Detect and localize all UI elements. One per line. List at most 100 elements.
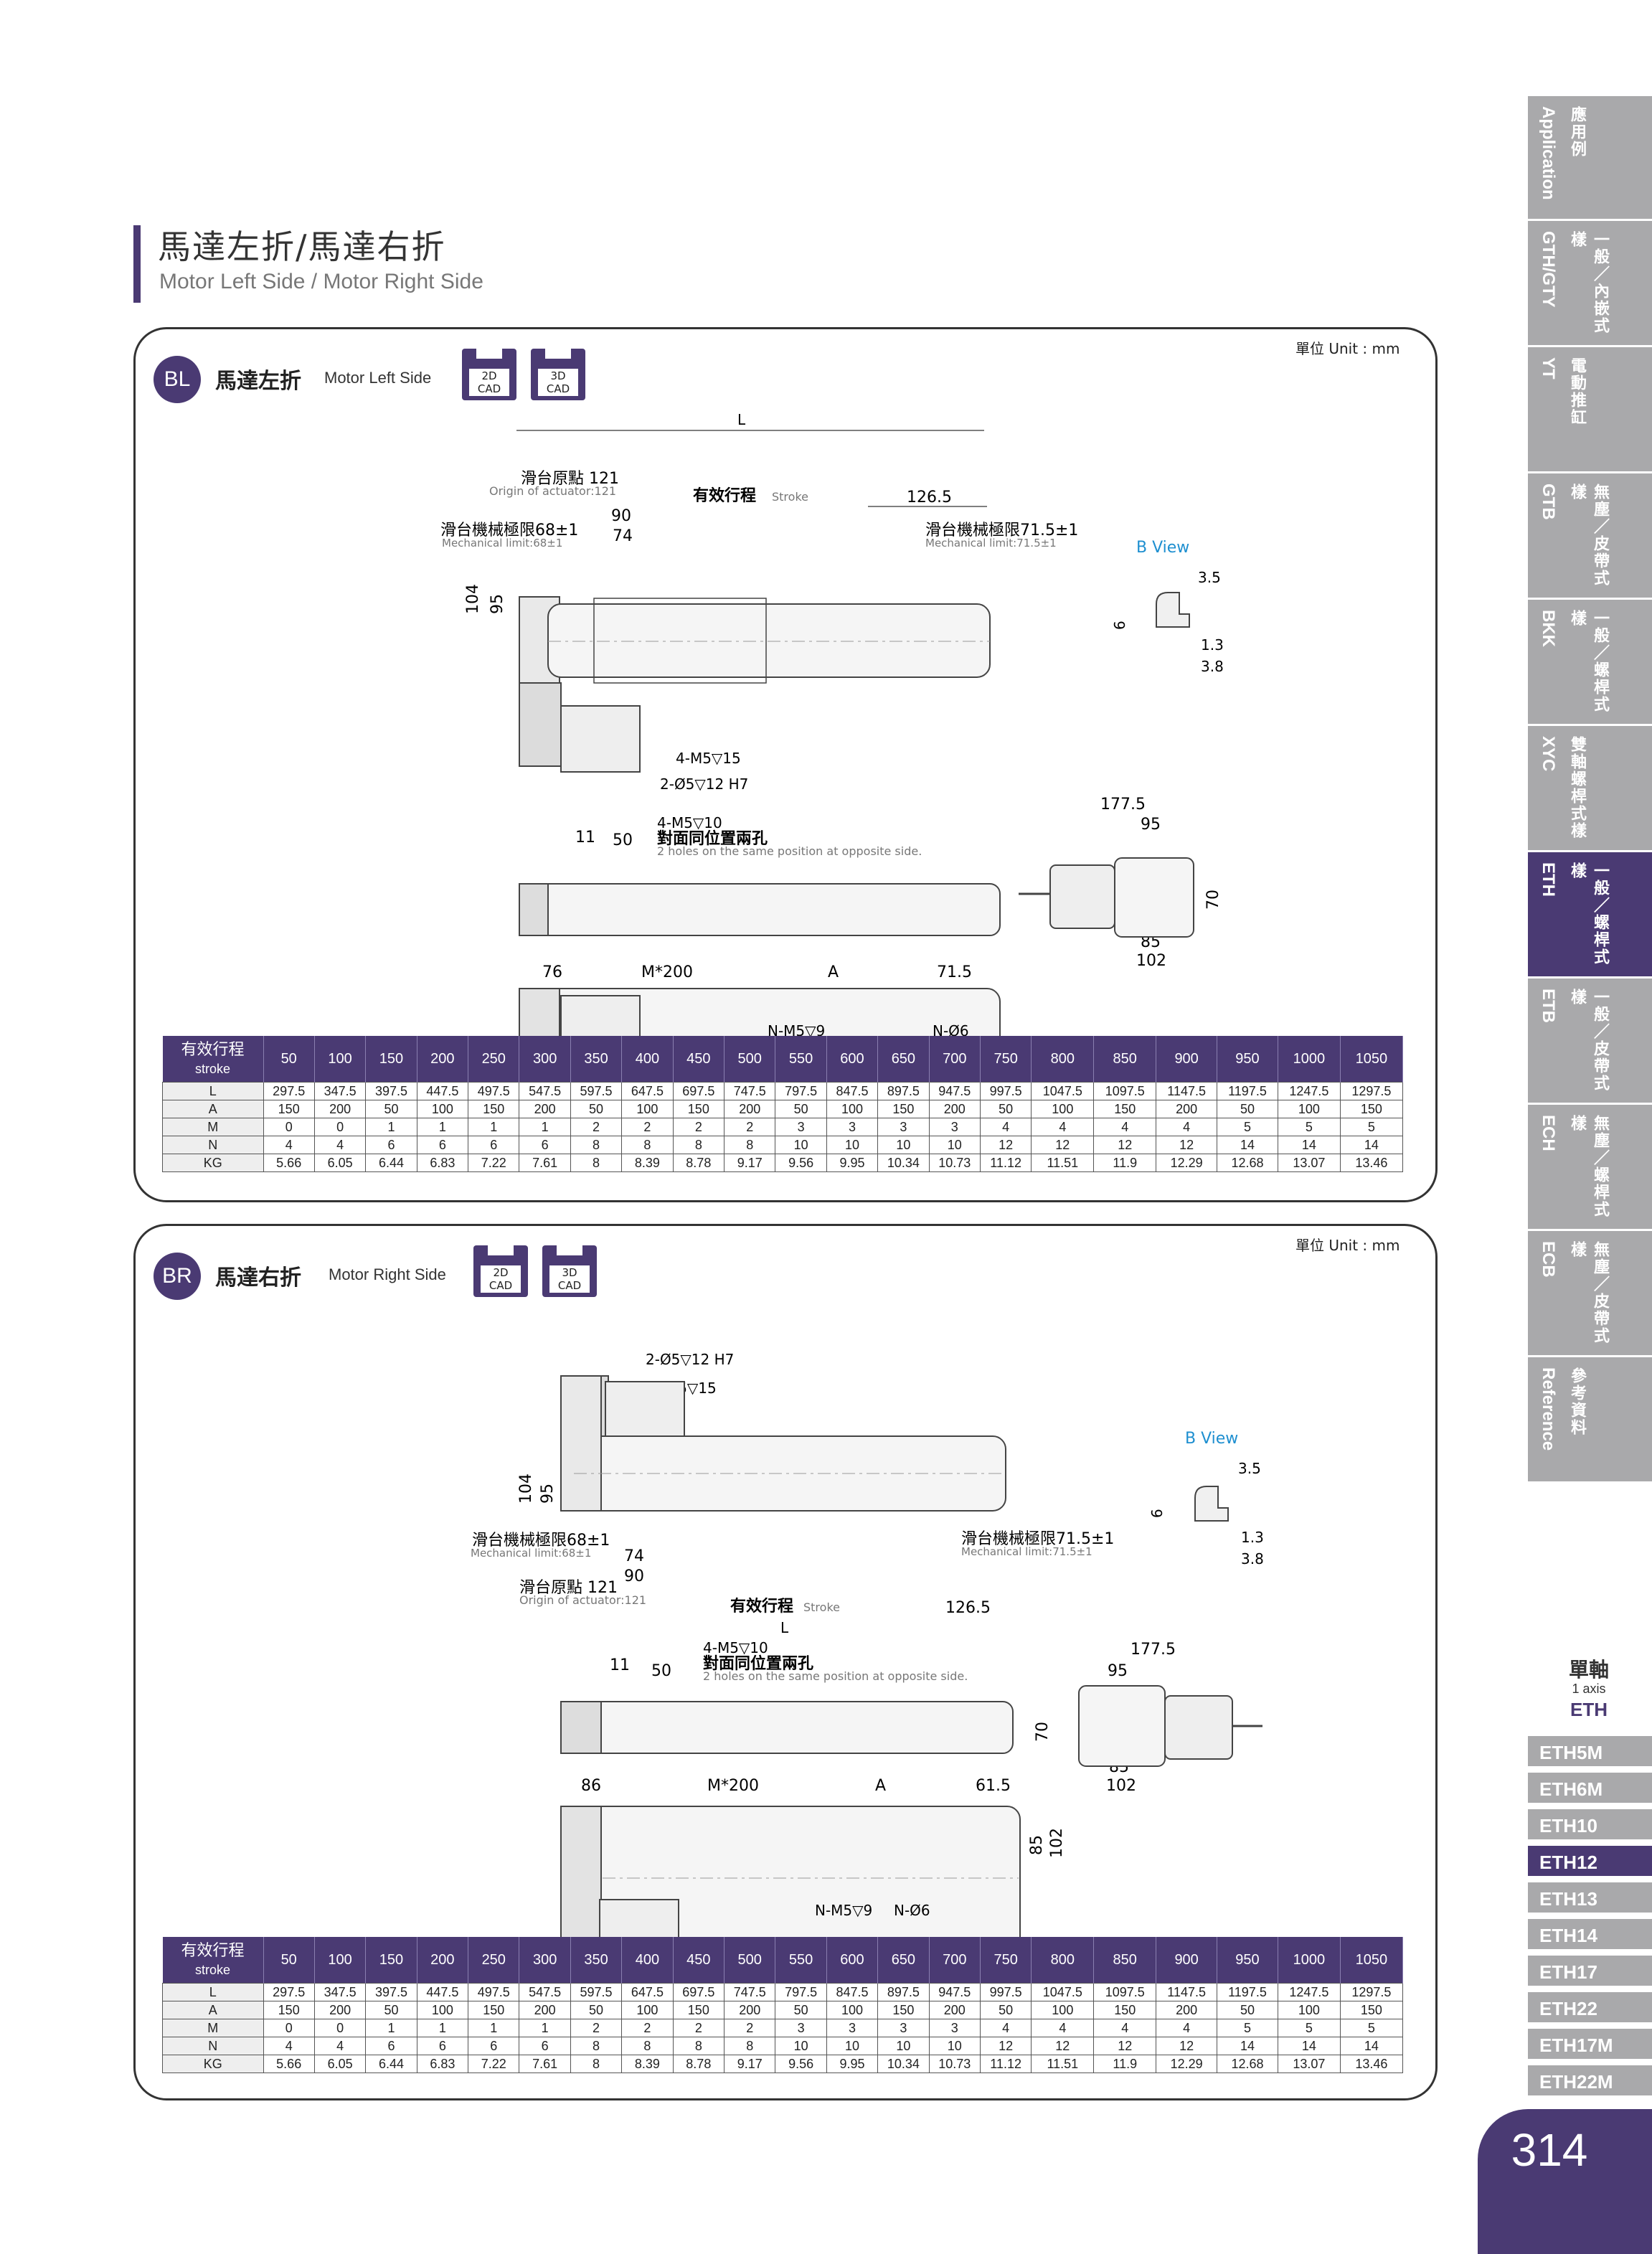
table-cell: 11.9 <box>1093 2055 1157 2073</box>
table-cell: 4 <box>1031 1118 1095 1136</box>
model-link-eth14[interactable]: ETH14 <box>1528 1919 1652 1952</box>
dim-text: 3.8 <box>1201 658 1224 675</box>
stroke-column-header: 950 <box>1217 1036 1278 1083</box>
table-cell: 797.5 <box>775 1983 827 2001</box>
table-cell: 7.61 <box>519 1154 571 1172</box>
model-link-eth17[interactable]: ETH17 <box>1528 1956 1652 1989</box>
dim-text: 4-M5▽10 <box>657 814 722 831</box>
dim-text: Origin of actuator:121 <box>519 1593 646 1607</box>
sidebar-tab-gtb[interactable]: GTB 無塵／皮帶式樣 <box>1528 473 1652 600</box>
dim-text: 11 <box>610 1656 630 1674</box>
table-cell: 100 <box>416 2001 469 2019</box>
stroke-column-header: 1050 <box>1340 1036 1404 1083</box>
view-badge: BL <box>154 356 201 403</box>
sidebar-tab-ech[interactable]: ECH 無塵／螺桿式樣 <box>1528 1105 1652 1231</box>
dim-text: 95 <box>1141 816 1161 834</box>
sidebar-tab-code: XYC <box>1539 736 1558 772</box>
dim-text: 50 <box>613 831 633 849</box>
table-cell: 13.07 <box>1277 1154 1341 1172</box>
dim-text: N-Ø6 <box>894 1902 930 1919</box>
dim-text: 74 <box>613 527 633 545</box>
table-cell: 3 <box>877 2019 930 2037</box>
dim-text: 74 <box>624 1547 644 1565</box>
table-cell: 200 <box>519 1100 571 1118</box>
stroke-column-header: 1050 <box>1340 1937 1404 1984</box>
model-link-eth22[interactable]: ETH22 <box>1528 1992 1652 2025</box>
table-cell: 597.5 <box>570 1983 623 2001</box>
sidebar-tab-reference[interactable]: Reference 參考資料 <box>1528 1357 1652 1484</box>
table-cell: 4 <box>1156 2019 1218 2037</box>
table-cell: 100 <box>1031 2001 1095 2019</box>
page-title: 馬達左折/馬達右折 <box>158 227 446 266</box>
table-cell: 4 <box>313 1136 367 1154</box>
stroke-column-header: 400 <box>621 1036 674 1083</box>
model-link-eth17m[interactable]: ETH17M <box>1528 2029 1652 2062</box>
table-cell: 497.5 <box>468 1082 520 1100</box>
model-link-eth10[interactable]: ETH10 <box>1528 1809 1652 1842</box>
model-link-eth22m[interactable]: ETH22M <box>1528 2065 1652 2098</box>
table-cell: 10 <box>775 2037 827 2055</box>
dim-text: 2-Ø5▽12 H7 <box>646 1351 734 1368</box>
dim-text: Mechanical limit:71.5±1 <box>961 1545 1092 1558</box>
motor-right-drawing: 2-Ø5▽12 H74-M5▽1510495滑台機械極限68±1Mechanic… <box>471 1351 1264 1956</box>
dim-text: A <box>828 963 839 981</box>
table-cell: 14 <box>1339 1136 1404 1154</box>
table-cell: 6 <box>416 2037 469 2055</box>
table-cell: 6.83 <box>416 1154 469 1172</box>
table-cell: 3 <box>928 2019 981 2037</box>
sidebar-tab-xyc[interactable]: XYC 雙軸螺桿式樣 <box>1528 726 1652 852</box>
stroke-column-header: 200 <box>417 1036 469 1083</box>
table-cell: 8.39 <box>621 1154 674 1172</box>
table-cell: 6.44 <box>365 1154 417 1172</box>
stroke-column-header: 250 <box>468 1937 520 1984</box>
table-cell: 14 <box>1277 2037 1341 2055</box>
table-cell: 10.73 <box>928 1154 981 1172</box>
row-label: KG <box>162 2055 264 2073</box>
table-cell: 1 <box>519 2019 571 2037</box>
table-cell: 200 <box>313 2001 367 2019</box>
table-cell: 4 <box>1156 1118 1218 1136</box>
stroke-column-header: 800 <box>1031 1036 1095 1083</box>
table-cell: 12.68 <box>1217 2055 1278 2073</box>
sidebar-tab-eth[interactable]: ETH 一般／螺桿式樣 <box>1528 852 1652 979</box>
model-link-eth5m[interactable]: ETH5M <box>1528 1736 1652 1769</box>
table-cell: 397.5 <box>365 1082 417 1100</box>
sidebar-tab-code: Application <box>1539 106 1558 200</box>
sidebar-tab-bkk[interactable]: BKK 一般／螺桿式樣 <box>1528 600 1652 726</box>
sidebar-tab-yt[interactable]: YT 電動推缸 <box>1528 347 1652 473</box>
table-cell: 4 <box>1093 2019 1157 2037</box>
sidebar-tab-etb[interactable]: ETB 一般／皮帶式樣 <box>1528 979 1652 1105</box>
stroke-column-header: 350 <box>570 1036 623 1083</box>
table-cell: 6.83 <box>416 2055 469 2073</box>
sidebar-tab-ecb[interactable]: ECB 無塵／皮帶式樣 <box>1528 1231 1652 1357</box>
dim-text: 85 <box>1028 1835 1046 1855</box>
sidebar-tab-application[interactable]: Application 應用例 <box>1528 96 1652 221</box>
table-cell: 6.05 <box>313 2055 367 2073</box>
stroke-column-header: 200 <box>417 1937 469 1984</box>
table-cell: 5 <box>1339 2019 1404 2037</box>
table-cell: 847.5 <box>826 1983 879 2001</box>
sidebar-tab-label: 參考資料 <box>1568 1367 1586 1436</box>
table-cell: 1 <box>468 1118 520 1136</box>
sidebar-tab-gth-gty[interactable]: GTH/GTY 一般／內嵌式樣 <box>1528 221 1652 347</box>
stroke-column-header: 650 <box>877 1937 930 1984</box>
table-cell: 10.73 <box>928 2055 981 2073</box>
dim-text: 2 holes on the same position at opposite… <box>703 1669 968 1683</box>
unit-label: 單位 Unit : mm <box>1295 340 1400 357</box>
dim-text: 70 <box>1204 890 1222 910</box>
table-cell: 8.78 <box>672 1154 725 1172</box>
dim-text: 3.8 <box>1241 1550 1264 1567</box>
model-link-eth12[interactable]: ETH12 <box>1528 1846 1652 1879</box>
stroke-column-header: 500 <box>724 1036 776 1083</box>
model-link-eth6m[interactable]: ETH6M <box>1528 1773 1652 1806</box>
model-link-eth13[interactable]: ETH13 <box>1528 1882 1652 1915</box>
row-label: M <box>162 1118 264 1136</box>
table-cell: 0 <box>313 1118 367 1136</box>
